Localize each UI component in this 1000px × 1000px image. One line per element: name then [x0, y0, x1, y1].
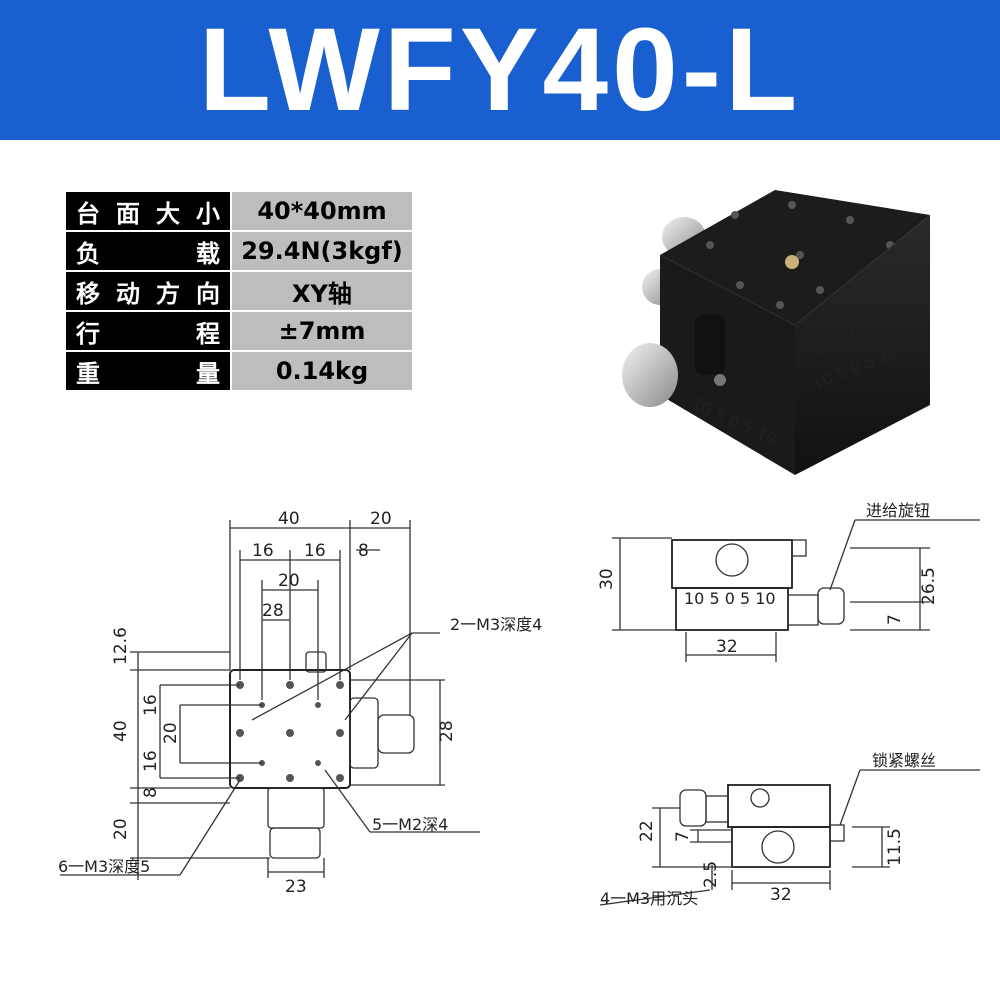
note-m3-depth5: 6一M3深度5 [58, 857, 150, 876]
dim-label: 16 [304, 541, 326, 561]
dim-label: 7 [885, 614, 905, 625]
stage-front-face [660, 255, 795, 475]
dim-label: 28 [262, 601, 284, 621]
product-photo: 10 5 0 5 10 10 5 0 5 10 10 5 0 5 10 [622, 190, 930, 475]
dim-label: 23 [285, 877, 307, 897]
dim-label: 7 [673, 831, 693, 842]
spec-table: 台面大小 40*40mm 负 载 29.4N(3kgf) 移动方向 XY轴 行 … [64, 190, 414, 392]
spec-label: 移动方向 [64, 270, 232, 312]
spec-label: 重 量 [64, 350, 232, 392]
technical-drawing: 40 20 16 16 8 20 28 12.6 40 16 20 16 8 2… [58, 501, 980, 908]
dim-label: 40 [111, 720, 131, 742]
note-m3-depth4: 2一M3深度4 [450, 615, 542, 634]
dim-label: 16 [141, 750, 161, 772]
label-lock-screw: 锁紧螺丝 [872, 751, 936, 770]
knob-icon [622, 343, 678, 407]
top-view [60, 520, 480, 880]
product-title: LWFY40-L [198, 4, 802, 136]
spec-row: 行 程 ±7mm [64, 310, 414, 352]
dim-label: 8 [358, 541, 369, 561]
spec-label: 台面大小 [64, 190, 232, 232]
spec-label: 行 程 [64, 310, 232, 352]
spec-value: 40*40mm [230, 190, 414, 232]
note-counterbore: 4一M3用沉头 [600, 889, 698, 908]
dim-label: 8 [141, 787, 161, 798]
dim-label: 11.5 [885, 828, 905, 866]
spec-row: 移动方向 XY轴 [64, 270, 414, 312]
dim-label: 26.5 [919, 567, 939, 605]
spec-value: ±7mm [230, 310, 414, 352]
front-view [612, 519, 980, 662]
spec-row: 重 量 0.14kg [64, 350, 414, 392]
dim-label: 20 [161, 722, 181, 744]
dim-label: 2.5 [701, 861, 721, 888]
label-feed-knob: 进给旋钮 [866, 501, 930, 520]
dim-label: 12.6 [111, 627, 131, 665]
spec-label: 负 载 [64, 230, 232, 272]
dim-label: 20 [111, 818, 131, 840]
dim-label: 32 [716, 637, 738, 657]
dim-label: 40 [278, 509, 300, 529]
spec-row: 负 载 29.4N(3kgf) [64, 230, 414, 272]
dim-label: 16 [252, 541, 274, 561]
dim-label: 20 [370, 509, 392, 529]
side-view [599, 769, 980, 906]
note-m2-depth4: 5一M2深4 [372, 815, 448, 834]
dim-label: 28 [437, 720, 457, 742]
dim-label: 22 [637, 820, 657, 842]
dim-label: 20 [278, 571, 300, 591]
title-banner: LWFY40-L [0, 0, 1000, 140]
spec-row: 台面大小 40*40mm [64, 190, 414, 232]
front-scale-text: 10 5 0 5 10 [684, 589, 776, 608]
dim-label: 30 [597, 568, 617, 590]
spec-value: 29.4N(3kgf) [230, 230, 414, 272]
spec-value: 0.14kg [230, 350, 414, 392]
stage-side-face [795, 215, 930, 475]
dim-label: 16 [141, 694, 161, 716]
spec-value: XY轴 [230, 270, 414, 312]
dim-label: 32 [770, 885, 792, 905]
